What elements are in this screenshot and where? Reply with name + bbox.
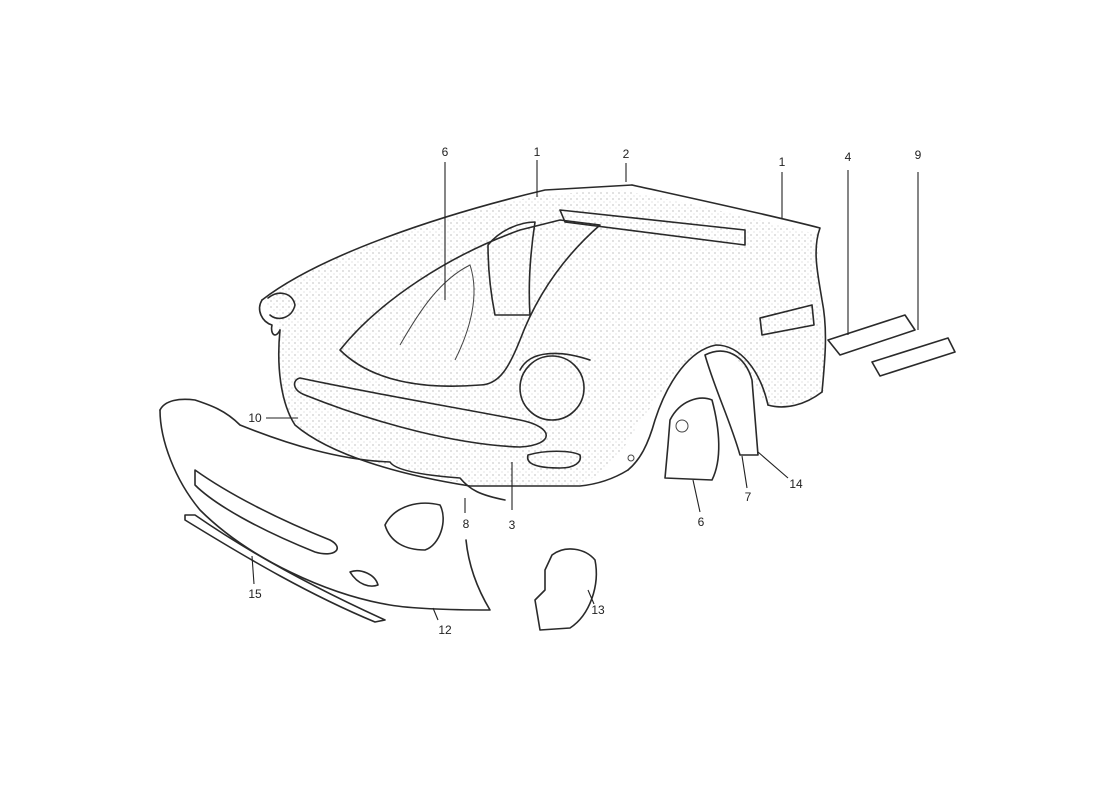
callout-4: 4 (845, 150, 852, 164)
callout-1-left: 1 (534, 145, 541, 159)
callout-6-bottom: 6 (698, 515, 705, 529)
callout-13: 13 (591, 603, 605, 617)
callout-3: 3 (509, 518, 516, 532)
lower-front-panel (159, 398, 506, 611)
callout-7: 7 (745, 490, 752, 504)
callout-10: 10 (248, 411, 262, 425)
arch-closing-panel (534, 548, 597, 631)
callout-leaders (251, 160, 919, 621)
callout-2: 2 (623, 147, 630, 161)
inner-wheel-arch-panels (664, 350, 759, 481)
floor-strips (827, 314, 956, 377)
lower-trim-strip (184, 514, 386, 623)
callout-8: 8 (463, 517, 470, 531)
callout-6-top: 6 (442, 145, 449, 159)
callout-15: 15 (248, 587, 262, 601)
callout-1-right: 1 (779, 155, 786, 169)
callout-9: 9 (915, 148, 922, 162)
front-body-shell (258, 184, 827, 487)
callout-14: 14 (789, 477, 803, 491)
callout-12: 12 (438, 623, 452, 637)
